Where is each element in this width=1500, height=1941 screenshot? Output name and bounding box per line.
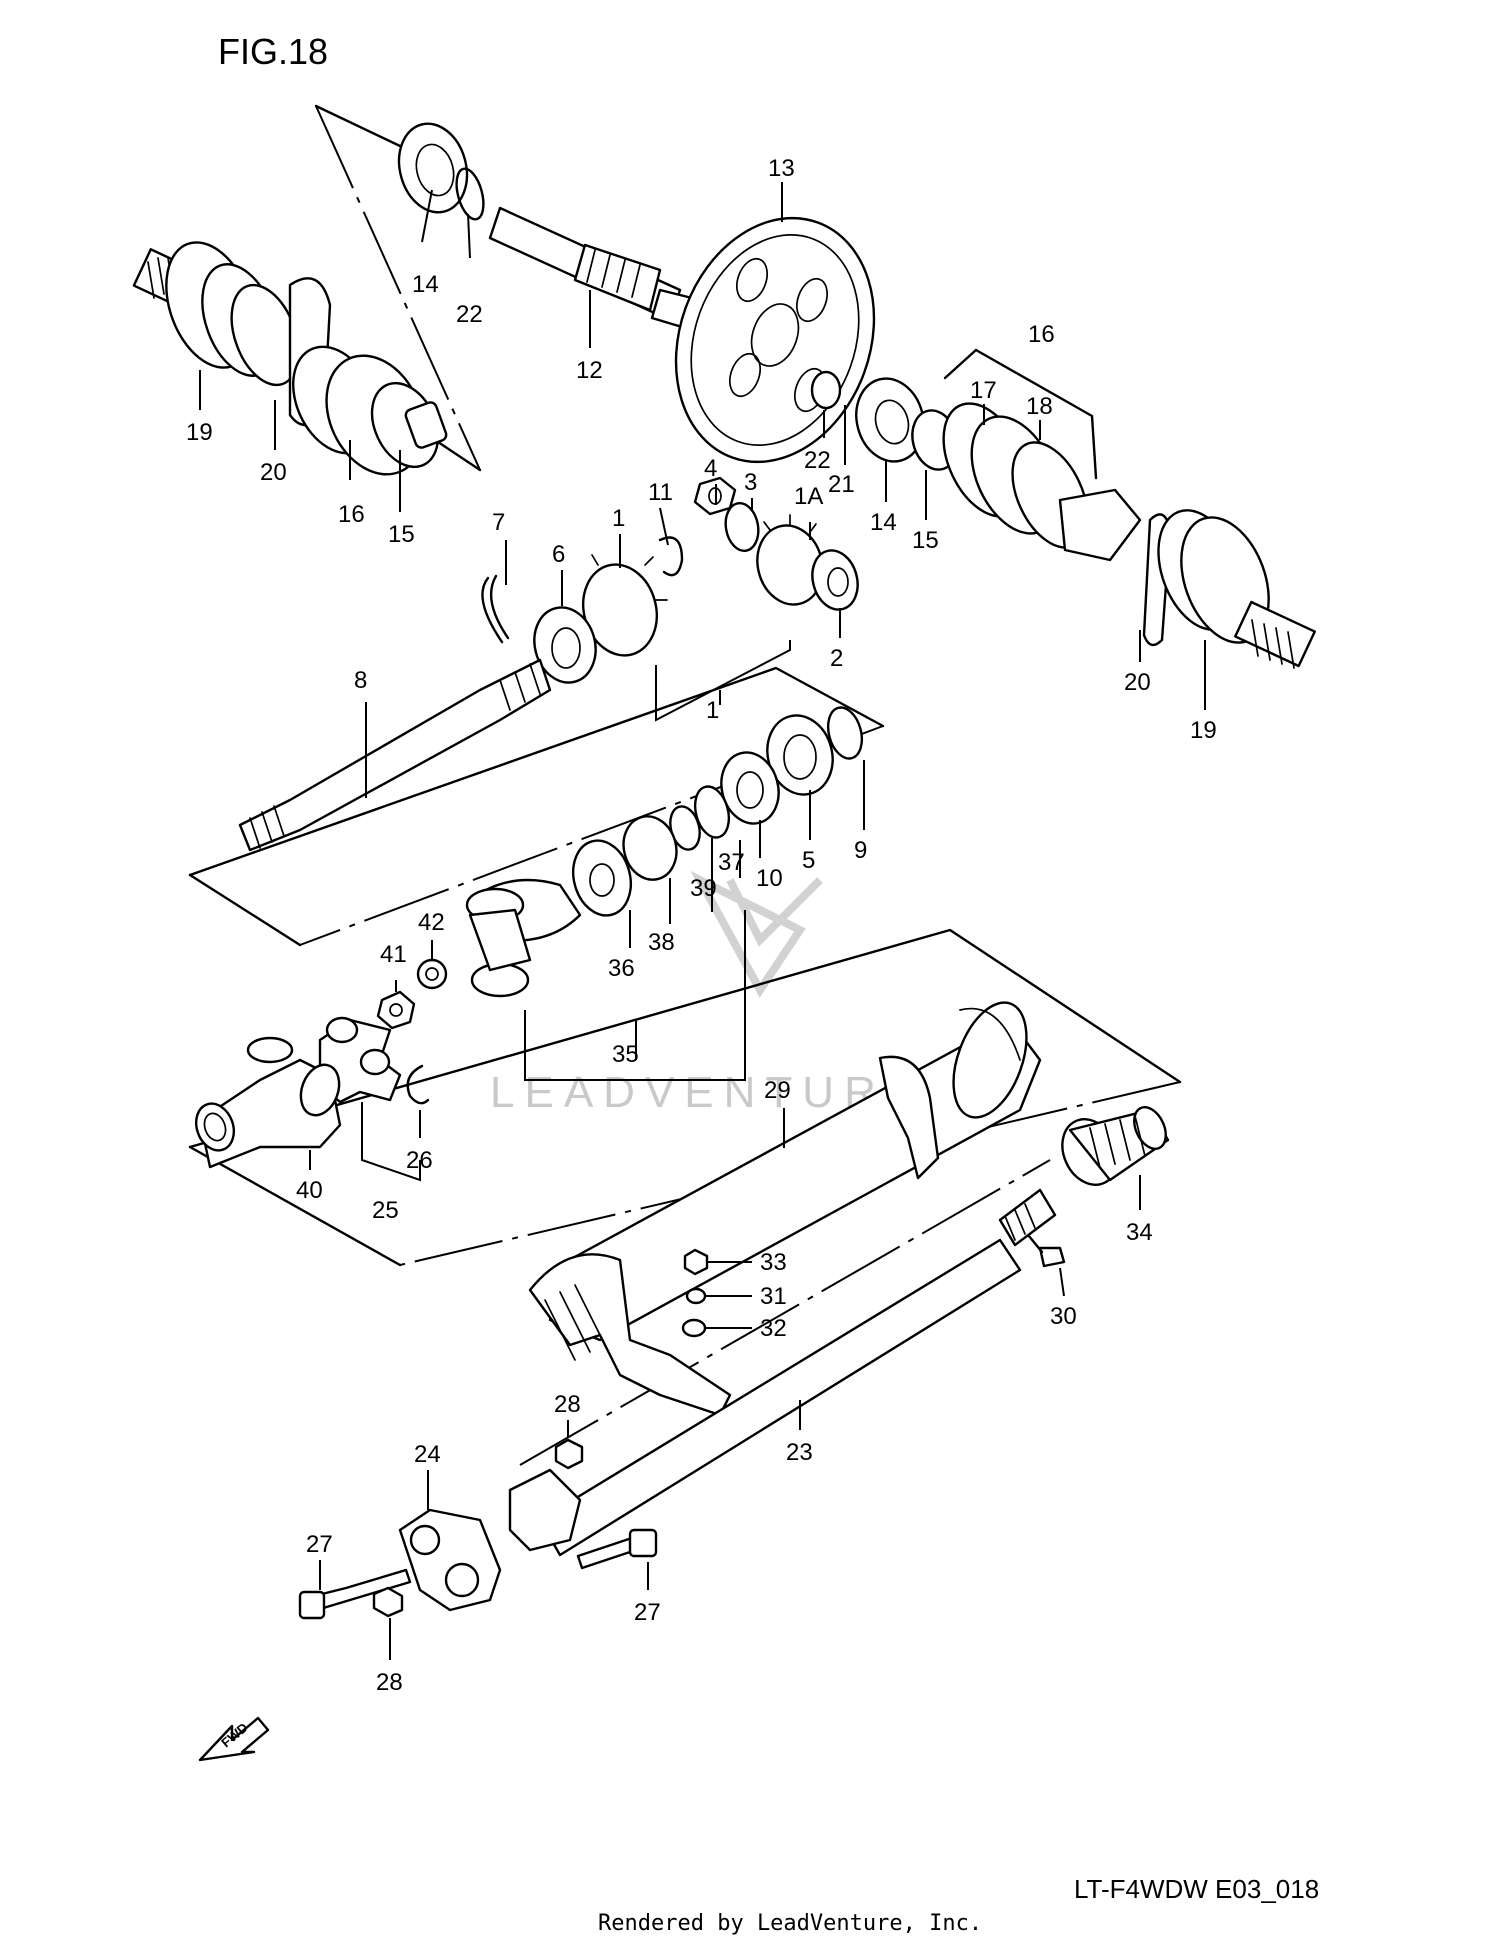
rubber-boot-34 <box>1061 1106 1170 1186</box>
callout-1: 1 <box>612 505 625 532</box>
callout-2: 2 <box>830 645 843 672</box>
callout-29: 29 <box>764 1077 791 1104</box>
callout-40: 40 <box>296 1177 323 1204</box>
small-fasteners <box>681 1228 1066 1338</box>
callout-33: 33 <box>760 1249 787 1276</box>
pinion-shaft-assembly <box>397 122 702 332</box>
figure-title: FIG.18 <box>218 31 328 72</box>
callout-32: 32 <box>760 1315 787 1342</box>
watermark: LEADVENTURE <box>490 870 925 1117</box>
ring-gear <box>674 216 876 464</box>
callout-34: 34 <box>1126 1219 1153 1246</box>
callout-labels: 14 22 12 13 19 20 16 15 16 17 18 22 21 1… <box>186 155 1217 1696</box>
callout-17: 17 <box>970 377 997 404</box>
callout-14: 14 <box>870 509 897 536</box>
callout-31: 31 <box>760 1283 787 1310</box>
callout-7: 7 <box>492 509 505 536</box>
callout-1: 1 <box>706 697 719 724</box>
lower-yoke-assembly <box>298 1438 658 1620</box>
callout-13: 13 <box>768 155 795 182</box>
callout-14: 14 <box>412 271 439 298</box>
callout-28: 28 <box>376 1669 403 1696</box>
callout-5: 5 <box>802 847 815 874</box>
forward-direction-arrow: FWD <box>198 1716 270 1762</box>
callout-16: 16 <box>338 501 365 528</box>
callout-27: 27 <box>306 1531 333 1558</box>
callout-25: 25 <box>372 1197 399 1224</box>
model-code: LT-F4WDW E03_018 <box>1074 1874 1319 1904</box>
leader-lines <box>199 182 1206 1660</box>
callout-15: 15 <box>388 521 415 548</box>
callout-11: 11 <box>648 479 673 506</box>
callout-19: 19 <box>1190 717 1217 744</box>
drive-shaft-8 <box>238 658 552 852</box>
callout-35: 35 <box>612 1041 639 1068</box>
callout-30: 30 <box>1050 1303 1077 1330</box>
right-axle-boot-assembly <box>855 377 1316 669</box>
callout-41: 41 <box>380 941 407 968</box>
callout-21: 21 <box>828 471 855 498</box>
bearing-stack <box>572 706 864 917</box>
watermark-text: LEADVENTURE <box>490 1068 925 1117</box>
callout-18: 18 <box>1026 393 1053 420</box>
callout-22: 22 <box>456 301 483 328</box>
callout-20: 20 <box>1124 669 1151 696</box>
callout-27: 27 <box>634 1599 661 1626</box>
callout-38: 38 <box>648 929 675 956</box>
callout-28: 28 <box>554 1391 581 1418</box>
callout-42: 42 <box>418 909 445 936</box>
callout-15: 15 <box>912 527 939 554</box>
callout-26: 26 <box>406 1147 433 1174</box>
callout-6: 6 <box>552 541 565 568</box>
callout-37: 37 <box>718 849 745 876</box>
callout-20: 20 <box>260 459 287 486</box>
callout-4: 4 <box>704 455 717 482</box>
callout-9: 9 <box>854 837 867 864</box>
differential-gears <box>481 476 859 684</box>
callout-10: 10 <box>756 865 783 892</box>
yoke-flange-36 <box>465 878 582 998</box>
callout-12: 12 <box>576 357 603 384</box>
callout-3: 3 <box>744 469 757 496</box>
callout-22: 22 <box>804 447 831 474</box>
callout-23: 23 <box>786 1439 813 1466</box>
callout-19: 19 <box>186 419 213 446</box>
render-credit: Rendered by LeadVenture, Inc. <box>598 1911 982 1936</box>
left-axle-boot-assembly <box>132 241 448 476</box>
callout-8: 8 <box>354 667 367 694</box>
callout-1A: 1A <box>794 483 823 510</box>
callout-36: 36 <box>608 955 635 982</box>
universal-joint-group <box>194 958 448 1169</box>
callout-39: 39 <box>690 875 717 902</box>
callout-16: 16 <box>1028 321 1055 348</box>
callout-24: 24 <box>414 1441 441 1468</box>
propshaft-housing-29 <box>528 1001 1042 1417</box>
